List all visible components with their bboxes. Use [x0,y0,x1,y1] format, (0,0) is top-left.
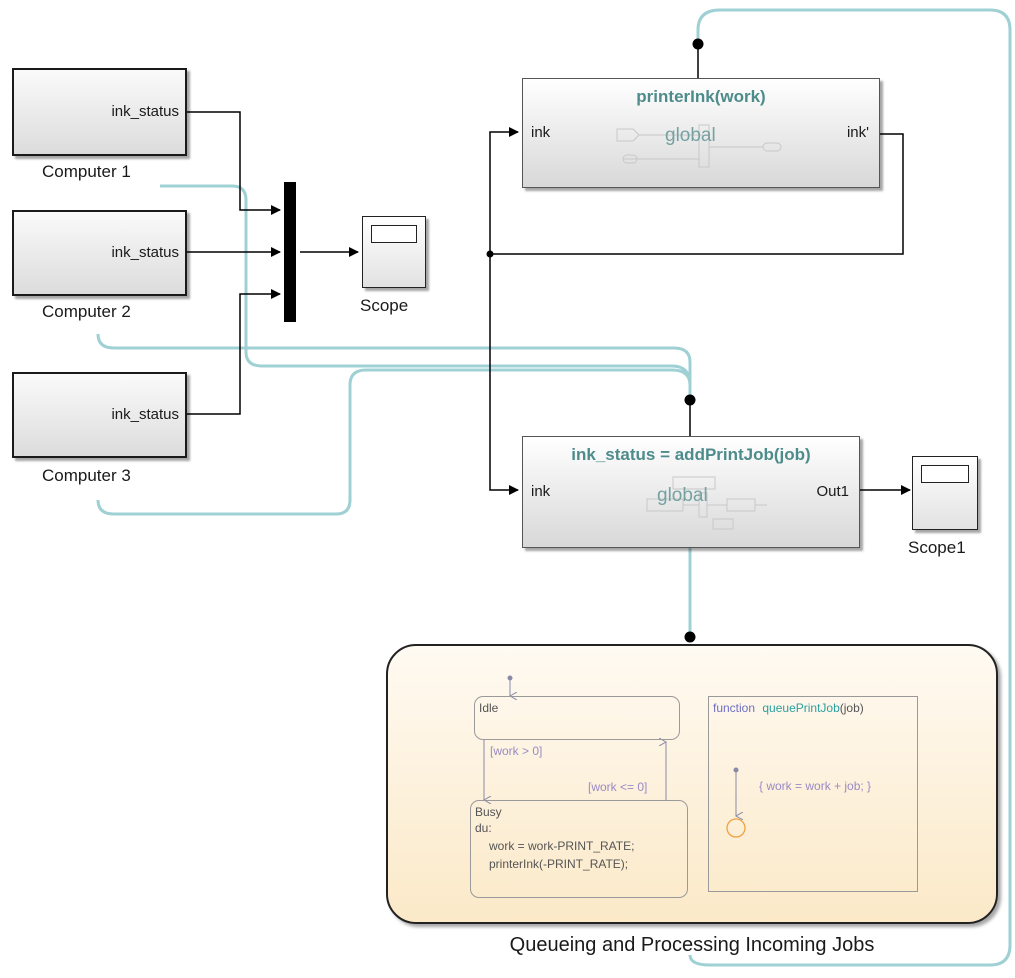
printer-ink-out-port: ink' [846,124,869,141]
junction-circle [726,818,746,838]
printer-ink-in-port: ink [531,124,551,141]
chart-caption: Queueing and Processing Incoming Jobs [509,934,875,956]
transition-to-idle-label: [work <= 0] [588,780,648,794]
computer-1-caption: Computer 1 [42,162,131,181]
add-print-job-title: ink_status = addPrintJob(job) [571,445,811,464]
computer-2-caption: Computer 2 [42,302,131,321]
queue-print-job-function-box[interactable]: function queuePrintJob(job) { work = wor… [708,696,918,892]
idle-state-label: Idle [479,701,499,715]
busy-action-line-1: work = work-PRINT_RATE; [489,839,635,853]
computer-2-block[interactable]: ink_status [12,210,187,296]
computer-3-caption: Computer 3 [42,466,131,485]
busy-state-label: Busy [475,805,502,819]
add-print-job-function-block[interactable]: ink_status = addPrintJob(job) global ink… [522,436,860,548]
scope-block[interactable] [362,216,426,288]
printer-ink-function-block[interactable]: printerInk(work) global ink ink' [522,78,880,188]
function-body: { work = work + job; } [759,779,872,793]
computer-1-block[interactable]: ink_status [12,68,187,156]
function-name: queuePrintJob [762,701,840,715]
scope1-caption: Scope1 [908,538,966,557]
add-print-job-in-port: ink [531,483,551,500]
scope-screen [371,225,417,243]
function-call-lines [96,8,1012,967]
computer-3-out-port: ink_status [111,406,179,423]
busy-state[interactable]: Busy du: work = work-PRINT_RATE; printer… [470,800,688,898]
computer-2-out-port: ink_status [111,244,179,261]
chart-transitions [388,675,746,838]
queueing-chart-block[interactable]: Idle [work > 0] [work <= 0] Busy du: wor… [386,644,998,924]
computer-3-block[interactable]: ink_status [12,372,187,458]
transition-to-busy-label: [work > 0] [490,744,543,758]
printer-ink-watermark-graphic [616,124,782,168]
add-print-job-out-port: Out1 [816,483,849,500]
function-args: (job) [839,701,864,715]
scope1-block[interactable] [912,456,978,530]
idle-state[interactable]: Idle [474,696,680,740]
scope1-screen [921,465,969,483]
printer-ink-title: printerInk(work) [636,87,766,106]
busy-action-line-2: printerInk(-PRINT_RATE); [489,857,629,871]
scope-caption: Scope [360,296,409,315]
add-print-job-global-label: global [657,485,708,506]
busy-du-label: du: [475,821,492,835]
function-keyword: function [713,701,756,715]
printer-ink-global-label: global [665,125,716,146]
computer-1-out-port: ink_status [111,103,179,120]
add-print-job-watermark-graphic [646,476,767,530]
mux-block [284,182,296,322]
